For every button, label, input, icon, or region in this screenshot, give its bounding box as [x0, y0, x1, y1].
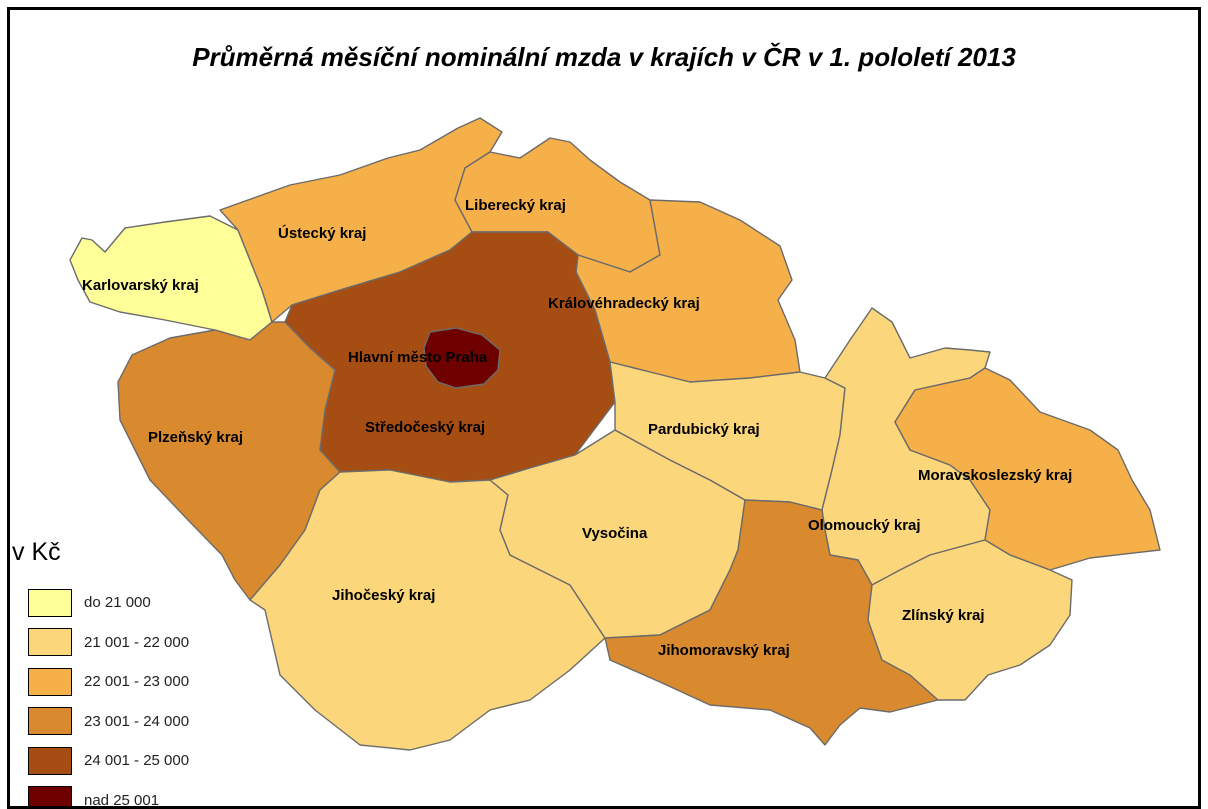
- map-title: Průměrná měsíční nominální mzda v krajíc…: [192, 42, 1016, 72]
- legend-label: do 21 000: [84, 594, 151, 612]
- label-liberecky: Liberecký kraj: [465, 197, 566, 214]
- label-kralovehradecky: Královéhradecký kraj: [548, 295, 700, 312]
- label-pardubicky: Pardubický kraj: [648, 421, 760, 438]
- legend-swatch: [28, 667, 72, 696]
- label-stredocesky: Středočeský kraj: [365, 419, 485, 436]
- legend-swatch: [28, 588, 72, 617]
- legend-label: nad 25 001: [84, 791, 160, 809]
- region-plzensky[interactable]: [117, 321, 341, 601]
- label-plzensky: Plzeňský kraj: [148, 429, 243, 446]
- region-zlinsky[interactable]: [867, 539, 1073, 701]
- legend-item: 23 001 - 24 000: [10, 702, 189, 742]
- label-olomoucky: Olomoucký kraj: [808, 517, 921, 534]
- legend-swatch: [28, 746, 72, 775]
- label-vysocina: Vysočina: [582, 525, 648, 542]
- label-moravskoslezsky: Moravskoslezský kraj: [918, 467, 1072, 484]
- czech-regions-map: Karlovarský kraj Ústecký kraj Liberecký …: [69, 117, 1161, 751]
- map-frame: Průměrná měsíční nominální mzda v krajíc…: [7, 7, 1201, 809]
- label-jihomoravsky: Jihomoravský kraj: [658, 642, 790, 659]
- label-jihocesky: Jihočeský kraj: [332, 587, 435, 604]
- legend-item: nad 25 001: [10, 781, 189, 809]
- legend-item: 22 001 - 23 000: [10, 662, 189, 702]
- region-praha[interactable]: [423, 327, 501, 389]
- legend-label: 22 001 - 23 000: [84, 673, 190, 691]
- label-ustecky: Ústecký kraj: [278, 224, 366, 242]
- label-zlinsky: Zlínský kraj: [902, 607, 985, 624]
- legend-label: 23 001 - 24 000: [84, 712, 190, 730]
- legend-swatch: [28, 628, 72, 657]
- legend-swatch: [28, 786, 72, 806]
- legend-swatch: [28, 707, 72, 736]
- legend-item: 24 001 - 25 000: [10, 741, 189, 781]
- legend-label: 21 001 - 22 000: [84, 633, 190, 651]
- label-karlovarsky: Karlovarský kraj: [82, 277, 199, 294]
- legend-label: 24 001 - 25 000: [84, 752, 190, 770]
- map-legend: v Kč do 21 000 21 001 - 22 000 22 001 - …: [10, 538, 189, 809]
- legend-item: do 21 000: [10, 583, 189, 623]
- legend-title: v Kč: [12, 538, 61, 566]
- region-moravskoslezsky[interactable]: [894, 367, 1161, 571]
- region-jihomoravsky[interactable]: [604, 499, 939, 746]
- label-praha: Hlavní město Praha: [348, 349, 488, 366]
- legend-item: 21 001 - 22 000: [10, 623, 189, 663]
